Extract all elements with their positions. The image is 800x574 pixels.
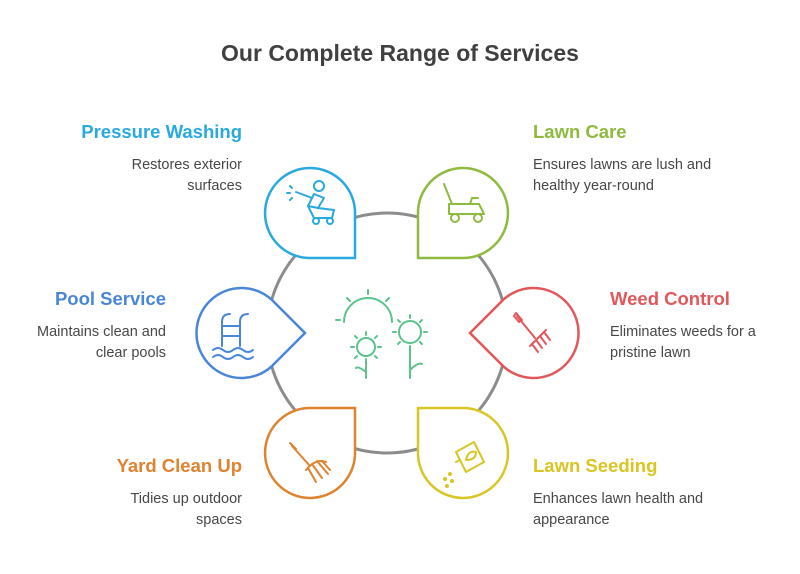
weed-control-pin: [468, 286, 580, 380]
yard-clean-up-pin: [263, 406, 357, 500]
pressure-washing-description: Restores exterior surfaces: [131, 157, 242, 194]
seed-bag-icon: [443, 441, 485, 488]
lawn-seeding-pin: [416, 406, 510, 500]
sunflowers-icon: [335, 289, 428, 379]
pressure-washing-pin: [263, 166, 357, 260]
weed-control-title: Weed Control: [610, 288, 730, 309]
lawn-care-pin: [416, 166, 510, 260]
page-title: Our Complete Range of Services: [221, 40, 579, 66]
pool-service-title: Pool Service: [54, 288, 166, 309]
lawn-care-description: Ensures lawns are lush and healthy year-…: [533, 157, 712, 194]
lawn-care-title: Lawn Care: [533, 121, 627, 142]
pressure-washing-title: Pressure Washing: [81, 121, 242, 142]
pool-service-pin: [195, 286, 307, 380]
yard-clean-up-description: Tidies up outdoor spaces: [130, 491, 242, 528]
yard-clean-up-title: Yard Clean Up: [116, 455, 242, 476]
lawn-seeding-title: Lawn Seeding: [533, 455, 658, 476]
pool-ladder-icon: [212, 313, 254, 360]
pressure-washer-icon: [286, 180, 335, 225]
weed-control-description: Eliminates weeds for a pristine lawn: [610, 324, 756, 361]
lawn-seeding-description: Enhances lawn health and appearance: [533, 491, 704, 528]
lawn-mower-icon: [443, 183, 485, 223]
rake-icon: [513, 312, 551, 353]
leaf-rake-icon: [289, 442, 331, 483]
pool-service-description: Maintains clean and clear pools: [37, 324, 166, 361]
